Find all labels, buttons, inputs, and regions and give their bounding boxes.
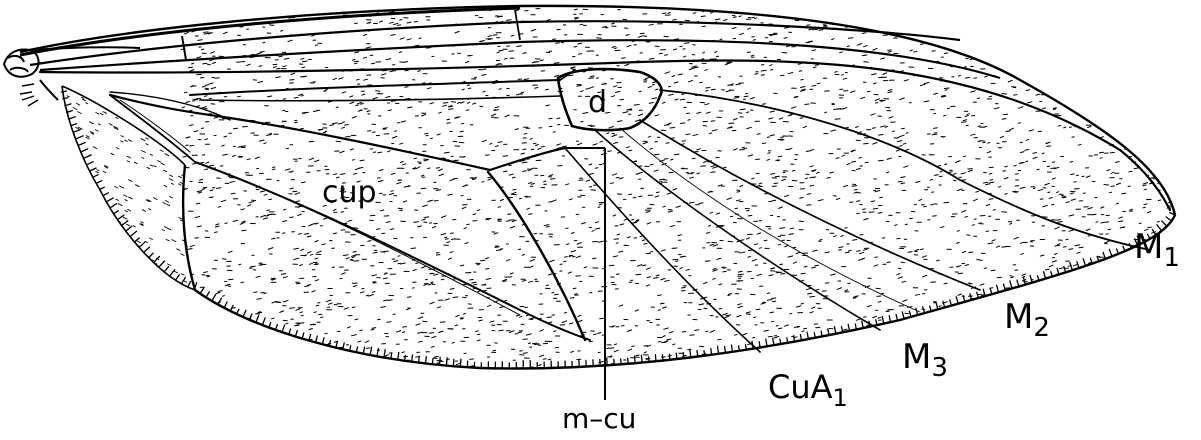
label-cup: cup <box>322 175 377 210</box>
alula-stipple <box>60 86 194 289</box>
vein-cup-closing <box>486 170 587 342</box>
label-cua1: CuA1 <box>768 368 848 412</box>
vein-m1 <box>659 89 1151 251</box>
label-m3: M3 <box>902 337 948 383</box>
label-m2: M2 <box>1004 297 1050 343</box>
label-m3-subscript: 3 <box>931 353 948 383</box>
label-cua1-subscript: 1 <box>833 384 848 412</box>
m-cu-pointer <box>565 147 606 400</box>
vein-anal <box>194 161 591 341</box>
discal-cell-d <box>556 67 663 132</box>
wing-base <box>2 46 141 107</box>
wing-outline <box>19 4 1177 370</box>
vein-r45 <box>38 59 1172 212</box>
label-d: d <box>588 85 607 120</box>
vein-m3 <box>594 129 881 331</box>
vein-m2 <box>639 119 981 291</box>
label-m1-subscript: 1 <box>1163 243 1180 273</box>
wing-margin-fringe <box>60 90 1176 370</box>
label-m2-subscript: 2 <box>1033 313 1050 343</box>
label-m-cu: m–cu <box>562 402 636 435</box>
label-m1: M1 <box>1134 227 1180 273</box>
costal-veins <box>19 6 1001 80</box>
longitudinal-veins <box>38 59 1172 353</box>
alula-outline <box>61 85 196 291</box>
vein-cua1 <box>564 147 761 353</box>
